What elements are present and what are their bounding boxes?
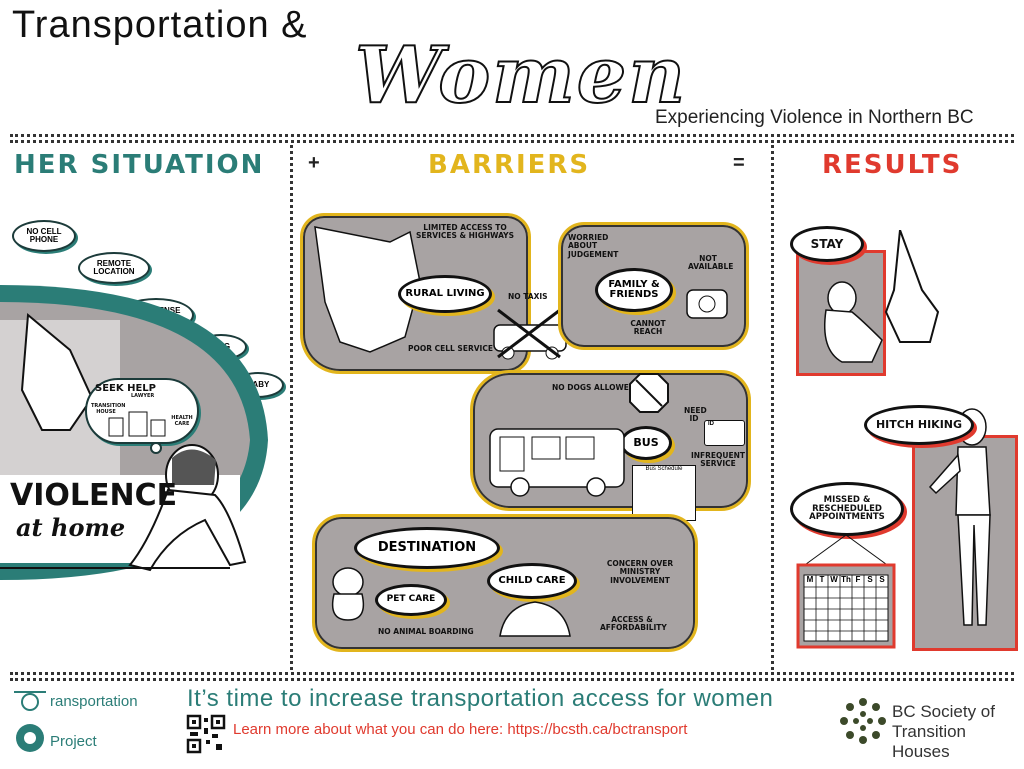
seek-help-title: SEEK HELP	[95, 383, 156, 394]
bus-pill: BUS	[620, 426, 672, 460]
violence-label: VIOLENCE	[10, 478, 178, 513]
cta-text: It’s time to increase transportation acc…	[187, 685, 774, 712]
dog-icon	[331, 567, 365, 621]
destination-pill: DESTINATION	[354, 527, 500, 569]
learn-more-link[interactable]: Learn more about what you can do here: h…	[233, 721, 688, 738]
family-not-available: NOT AVAILABLE	[688, 254, 734, 272]
rural-poor-cell: POOR CELL SERVICE	[408, 344, 493, 353]
title-line2: Women	[354, 29, 688, 122]
crouching-woman-icon	[824, 281, 883, 363]
divider-top	[10, 134, 1014, 137]
at-home-label: at home	[16, 513, 126, 542]
plus-sign: +	[308, 152, 320, 174]
bus-no-dogs: NO DOGS ALLOWED	[552, 383, 636, 392]
bubble-remote-location: REMOTE LOCATION	[78, 252, 150, 284]
cal-day-th: Th	[841, 575, 851, 584]
bus-icon	[489, 428, 625, 497]
bus-infrequent: INFREQUENT SERVICE	[690, 451, 746, 469]
help-transition-house: TRANSITION HOUSE	[91, 403, 126, 415]
family-cannot-reach: CANNOT REACH	[630, 319, 666, 337]
id-card-icon: ID	[704, 420, 745, 446]
calendar-icon	[796, 535, 896, 649]
org-name-line1: BC Society of	[892, 702, 995, 721]
heading-her-situation: HER SITUATION	[14, 150, 265, 180]
bus-schedule-label: Bus Schedule	[645, 466, 683, 472]
logo-line2: Project	[50, 733, 97, 750]
divider-col-1	[290, 145, 293, 670]
thought-dot-1	[150, 442, 162, 454]
crossed-taxi-icon	[493, 308, 567, 360]
cal-day-w: W	[830, 575, 838, 584]
fist-icon	[884, 230, 940, 343]
buildings-icon	[108, 411, 166, 437]
phone-icon	[686, 289, 728, 319]
bc-map-icon	[314, 226, 421, 353]
dest-no-boarding: NO ANIMAL BOARDING	[378, 627, 474, 636]
car-seat-icon	[499, 601, 571, 637]
stay-pill: STAY	[790, 226, 864, 262]
logo-line1: ransportation	[50, 693, 138, 710]
divider-bottom-2	[10, 678, 1014, 681]
child-care-pill: CHILD CARE	[487, 563, 577, 599]
dest-ministry: CONCERN OVER MINISTRY INVOLVEMENT	[606, 559, 674, 585]
hitch-hiking-pill: HITCH HIKING	[864, 405, 974, 445]
subtitle: Experiencing Violence in Northern BC	[655, 107, 974, 128]
rural-no-taxis: NO TAXIS	[508, 292, 548, 301]
missed-appointments-pill: MISSED & RESCHEDULED APPOINTMENTS	[790, 482, 904, 536]
divider-col-2	[771, 145, 774, 670]
divider-bottom	[10, 672, 1014, 675]
cal-day-m: M	[806, 575, 814, 584]
cal-day-f: F	[855, 575, 861, 584]
no-dogs-icon	[629, 373, 669, 413]
transportation-project-logo-icon	[14, 691, 46, 752]
family-worried: WORRIED ABOUT JUDGEMENT	[568, 233, 619, 259]
hitchhiker-icon	[928, 408, 991, 626]
bus-schedule-icon: Bus Schedule	[632, 465, 696, 521]
org-name-line2: Transition Houses	[892, 722, 967, 761]
cal-day-s2: S	[879, 575, 885, 584]
bus-need-id: NEED ID	[684, 406, 707, 424]
cal-day-s1: S	[867, 575, 873, 584]
rural-living-pill: RURAL LIVING	[398, 275, 492, 313]
bubble-no-cell-phone: NO CELL PHONE	[12, 220, 76, 252]
bcsth-logo-icon	[840, 698, 886, 744]
title-line1: Transportation &	[12, 4, 308, 46]
family-friends-pill: FAMILY & FRIENDS	[595, 268, 673, 312]
help-lawyer: LAWYER	[131, 393, 155, 399]
seek-help-cloud: SEEK HELP TRANSITION HOUSE LAWYER HEALTH…	[85, 378, 199, 444]
divider-top-2	[10, 140, 1014, 143]
qr-code-icon[interactable]	[186, 714, 226, 754]
help-health-care: HEALTH CARE	[171, 415, 193, 427]
heading-barriers: BARRIERS	[428, 150, 591, 180]
equals-sign: =	[733, 152, 745, 174]
calendar-day-headers: M T W Th F S S	[804, 575, 888, 584]
pet-care-pill: PET CARE	[375, 584, 447, 616]
dest-access: ACCESS & AFFORDABILITY	[600, 615, 667, 633]
heading-results: RESULTS	[822, 150, 963, 180]
rural-limited-access: LIMITED ACCESS TO SERVICES & HIGHWAYS	[415, 223, 515, 241]
cal-day-t: T	[819, 575, 825, 584]
